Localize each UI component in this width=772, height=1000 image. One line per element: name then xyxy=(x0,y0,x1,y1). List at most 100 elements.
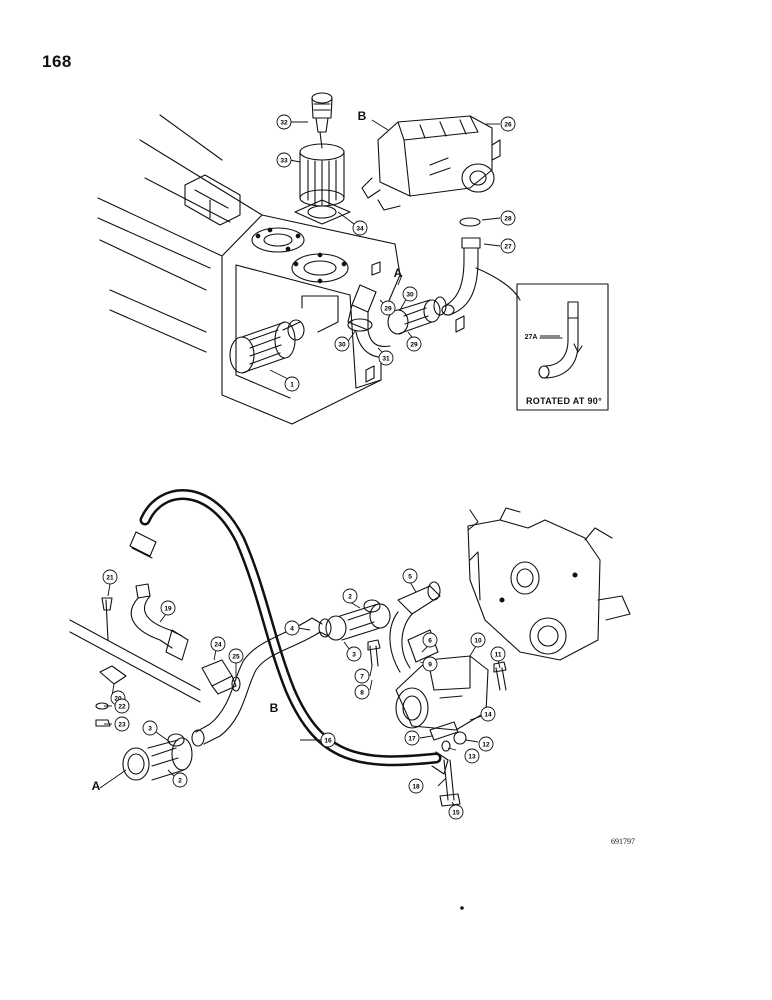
callout-label: 8 xyxy=(360,690,364,697)
callout-circle xyxy=(284,376,300,392)
callout-circle xyxy=(228,648,244,664)
page-number: 168 xyxy=(42,52,72,71)
callout-label: 11 xyxy=(495,652,502,659)
letter-labels: B A B A xyxy=(92,109,403,793)
speck xyxy=(460,906,464,910)
callout-circle xyxy=(102,569,118,585)
callout-label: 30 xyxy=(406,292,414,299)
callout-label: 27 xyxy=(504,244,512,251)
callout-label: 15 xyxy=(452,810,460,817)
callout-label: 25 xyxy=(232,654,240,661)
callout-circle xyxy=(422,656,438,672)
callout-label: 18 xyxy=(412,784,420,791)
tank-tab xyxy=(371,261,381,276)
callout-label: 29 xyxy=(410,342,418,349)
callout-circle xyxy=(464,748,480,764)
return-filter-element xyxy=(299,143,345,207)
callout-circle xyxy=(500,210,516,226)
callout-label: 31 xyxy=(382,356,390,363)
callout-label: 19 xyxy=(164,606,172,613)
callout-label: 7 xyxy=(360,674,364,681)
callout-label: 26 xyxy=(504,122,512,129)
callout-circle xyxy=(320,732,336,748)
letter-b-top: B xyxy=(358,109,367,123)
elbow-tube xyxy=(441,237,481,316)
tank-tab-2 xyxy=(455,315,465,333)
callout-label: 16 xyxy=(324,738,332,745)
callout-label: 29 xyxy=(384,306,392,313)
return-elbow xyxy=(130,583,189,661)
filter-gasket-plate xyxy=(294,199,351,225)
callout-label: 17 xyxy=(408,736,416,743)
hose-fitting xyxy=(407,629,439,663)
callout-circle xyxy=(342,588,358,604)
callout-label: 23 xyxy=(118,722,126,729)
callout-circle xyxy=(378,350,394,366)
callout-circle xyxy=(354,684,370,700)
mounting-hardware xyxy=(367,639,507,807)
callout-label: 12 xyxy=(482,742,490,749)
callout-label: 20 xyxy=(114,696,122,703)
suction-elbow xyxy=(389,581,441,673)
callout-circle xyxy=(500,238,516,254)
callout-circle xyxy=(114,698,130,714)
inset-leader xyxy=(475,267,521,301)
mounting-bracket xyxy=(69,597,201,703)
hose-and-clamps-upper xyxy=(325,599,391,641)
inset-callout-label: 27A xyxy=(525,334,538,341)
callout-circle xyxy=(478,736,494,752)
callout-label: 13 xyxy=(468,754,476,761)
tank-bracket xyxy=(184,174,241,226)
callout-label: 6 xyxy=(428,638,432,645)
callout-label: 33 xyxy=(280,158,288,165)
callout-circle xyxy=(276,152,292,168)
callout-circle xyxy=(406,336,422,352)
hydraulic-pump xyxy=(467,507,631,661)
callout-label: 22 xyxy=(118,704,126,711)
hose-fittings-cluster xyxy=(347,284,447,358)
callouts-bottom: 5 21 19 4 2 3 10 24 6 25 11 7 9 xyxy=(102,568,506,820)
control-valve-block xyxy=(361,115,501,211)
o-ring xyxy=(459,217,481,227)
callout-circle xyxy=(284,620,300,636)
callout-circle xyxy=(160,600,176,616)
adapter-fitting xyxy=(201,659,241,695)
outlet-port xyxy=(301,295,339,333)
filler-cap-breather xyxy=(311,92,333,149)
letter-b-bottom: B xyxy=(270,701,279,715)
callout-label: 24 xyxy=(214,642,222,649)
callout-circle xyxy=(172,772,188,788)
callout-circle xyxy=(422,632,438,648)
callout-label: 10 xyxy=(474,638,482,645)
document-code: 691797 xyxy=(611,837,635,846)
callout-circle xyxy=(402,568,418,584)
callout-circle xyxy=(334,336,350,352)
callout-label: 5 xyxy=(408,574,412,581)
callout-label: 2 xyxy=(348,594,352,601)
callout-circle xyxy=(114,716,130,732)
callouts-top: 32 26 33 28 34 27 30 29 30 29 31 1 xyxy=(276,114,516,392)
filler-flange xyxy=(251,227,305,253)
callout-label: 21 xyxy=(106,575,114,582)
callout-circle xyxy=(354,668,370,684)
callout-label: 30 xyxy=(338,342,346,349)
callout-circle xyxy=(352,220,368,236)
callout-circle xyxy=(142,720,158,736)
callout-label: 2 xyxy=(178,778,182,785)
letter-a-top: A xyxy=(394,266,403,280)
callout-label: 3 xyxy=(148,726,152,733)
callout-circle xyxy=(500,116,516,132)
pressure-hose xyxy=(129,489,449,775)
filter-mount-flange xyxy=(291,252,349,284)
callout-circle xyxy=(480,706,496,722)
callout-label: 3 xyxy=(352,652,356,659)
letter-a-bottom: A xyxy=(92,779,101,793)
callout-circle xyxy=(470,632,486,648)
tank-fitting xyxy=(287,319,305,341)
callout-label: 1 xyxy=(290,382,294,389)
callout-circle xyxy=(404,730,420,746)
inset-caption: ROTATED AT 90° xyxy=(526,396,602,406)
hydraulic-reservoir-tank xyxy=(97,114,401,425)
callout-circle xyxy=(402,286,418,302)
